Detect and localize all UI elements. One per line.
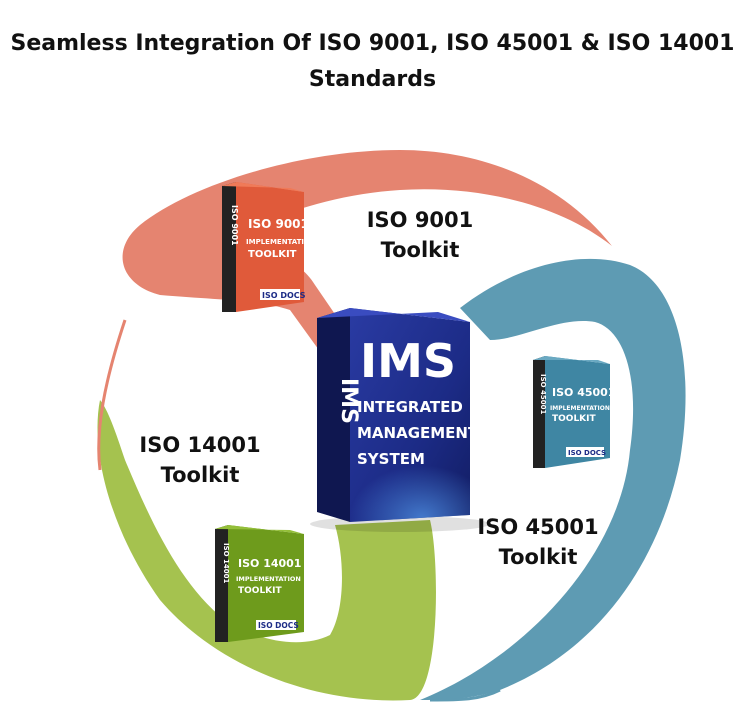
ims-central-box: IMS INTEGRATED MANAGEMENT SYSTEM IMS	[310, 308, 490, 532]
iso45001-box-title: ISO 45001	[552, 386, 615, 399]
iso45001-box-brand: ISO DOCS	[568, 449, 606, 457]
ims-box-big-title: IMS	[360, 334, 456, 388]
iso45001-box-spine: ISO 45001	[539, 374, 547, 415]
iso45001-label-line2: Toolkit	[498, 545, 578, 569]
iso14001-box-spine: ISO 14001	[222, 543, 230, 584]
iso14001-box-line3: TOOLKIT	[238, 586, 282, 596]
iso14001-box-line2: IMPLEMENTATION	[236, 575, 301, 583]
iso45001-box-line2: IMPLEMENTATION	[550, 405, 610, 412]
iso14001-swirl-arm	[97, 400, 436, 701]
iso9001-label-line2: Toolkit	[380, 238, 460, 262]
iso45001-swirl-arm	[420, 258, 686, 700]
iso14001-box-brand: ISO DOCS	[258, 621, 299, 630]
iso14001-label-line2: Toolkit	[160, 463, 240, 487]
iso45001-toolkit-label: ISO 45001 Toolkit	[468, 512, 608, 572]
iso14001-box-title: ISO 14001	[238, 557, 301, 570]
iso14001-label-line1: ISO 14001	[139, 433, 261, 457]
iso9001-box-spine: ISO 9001	[230, 205, 239, 246]
outer-rim-left	[97, 319, 127, 471]
iso9001-label-line1: ISO 9001	[366, 208, 474, 232]
outer-rim-bottom	[429, 688, 501, 702]
iso14001-toolkit-label: ISO 14001 Toolkit	[130, 430, 270, 490]
title-line-1: Seamless Integration Of ISO 9001, ISO 45…	[10, 31, 735, 56]
ims-box-line2: MANAGEMENT	[357, 424, 479, 442]
iso9001-box-title: ISO 9001	[248, 217, 309, 231]
iso45001-box-line3: TOOLKIT	[552, 414, 596, 424]
iso9001-toolkit-label: ISO 9001 Toolkit	[355, 205, 485, 265]
iso14001-toolkit-box: ISO 14001 IMPLEMENTATION TOOLKIT ISO DOC…	[215, 525, 304, 642]
ims-box-line3: SYSTEM	[357, 450, 425, 468]
iso9001-box-line2: IMPLEMENTATION	[246, 238, 316, 246]
iso9001-toolkit-box: ISO 9001 IMPLEMENTATION TOOLKIT ISO DOCS…	[222, 182, 316, 312]
iso9001-box-brand: ISO DOCS	[262, 291, 306, 300]
iso9001-box-line3: TOOLKIT	[248, 249, 297, 260]
ims-box-line1: INTEGRATED	[357, 398, 463, 416]
title-line-2: Standards	[308, 67, 437, 92]
iso45001-label-line1: ISO 45001	[477, 515, 599, 539]
ims-box-spine: IMS	[336, 378, 361, 424]
diagram-title: Seamless Integration Of ISO 9001, ISO 45…	[0, 26, 745, 98]
iso45001-toolkit-box: ISO 45001 IMPLEMENTATION TOOLKIT ISO DOC…	[533, 356, 615, 468]
